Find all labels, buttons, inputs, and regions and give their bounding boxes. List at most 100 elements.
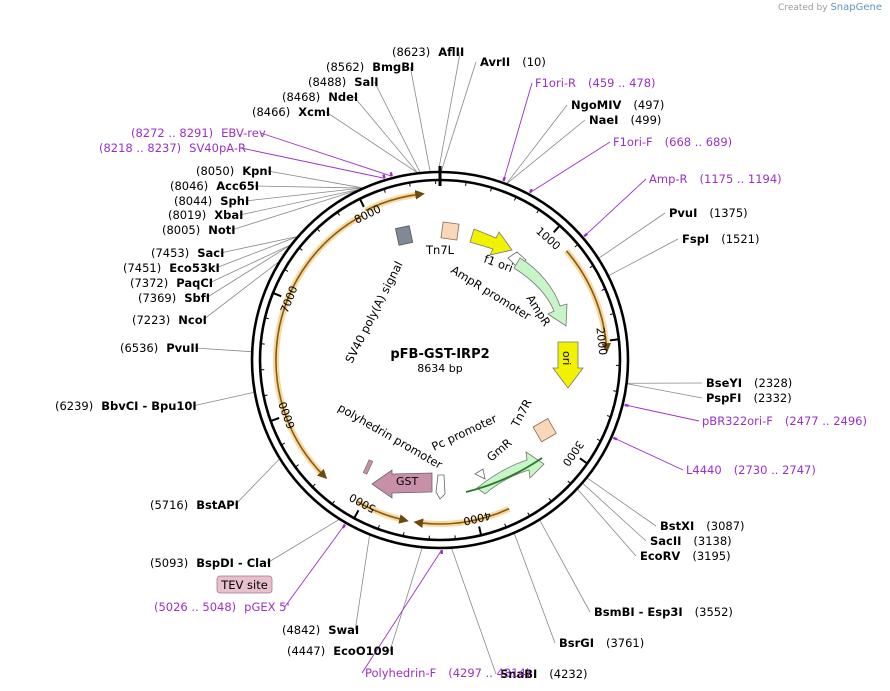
primer-leader (260, 132, 392, 177)
minor-tick (383, 189, 386, 193)
site-leader (354, 535, 370, 631)
orf-arc-2 (413, 508, 510, 528)
primer-label: Polyhedrin-F(4297 .. 4314) (365, 666, 530, 680)
tick-label: 2000 (593, 327, 609, 356)
minor-tick (264, 394, 268, 397)
minor-tick (513, 197, 517, 201)
site-leader (231, 190, 357, 231)
restriction-site-labels: (8623)AflII(8562)BmgBI(8488)SalI(8468)Nd… (55, 45, 792, 681)
minor-tick (332, 500, 335, 504)
primer-leader (284, 524, 346, 608)
snapgene-watermark: Created by SnapGene (778, 2, 882, 13)
site-name: XbaI (214, 208, 243, 222)
gst-label: GST (396, 475, 419, 488)
site-position: (8468) (282, 90, 320, 104)
site-label: (4447)EcoO109I (287, 644, 394, 658)
site-leader (514, 533, 556, 644)
plasmid-name: pFB-GST-IRP2 (390, 347, 489, 362)
site-name: SacI (197, 246, 224, 260)
site-label: (8466)XcmI (252, 105, 330, 119)
watermark-prefix: Created by (778, 3, 828, 13)
site-label: SacII(3138) (650, 534, 732, 548)
site-name: KpnI (242, 164, 272, 178)
site-name: AflII (438, 45, 464, 59)
site-leader (409, 66, 431, 172)
orf-arc-3 (275, 215, 363, 480)
primer-range: (2730 .. 2747) (734, 463, 816, 477)
ori-feature (552, 341, 584, 389)
site-leader (608, 238, 679, 276)
site-name: SacII (650, 534, 681, 548)
site-label: (6536)PvuII (120, 341, 199, 355)
minor-tick (596, 438, 601, 442)
site-position: (8623) (392, 45, 430, 59)
orf-arcs (273, 189, 612, 528)
primer-name: Polyhedrin-F (365, 666, 436, 680)
leader-lines (192, 51, 703, 675)
site-position: (3761) (606, 636, 644, 650)
site-leader (438, 51, 461, 172)
site-leader (192, 391, 254, 407)
site-name: BsrGI (559, 636, 594, 650)
site-position: (1375) (709, 206, 747, 220)
primer-name: pGEX 5' (244, 600, 290, 614)
site-leader (506, 119, 586, 184)
tick-label: 3000 (560, 438, 587, 468)
site-leader (215, 236, 297, 269)
primer-leader (240, 147, 385, 179)
site-name: Eco53kI (169, 261, 220, 275)
site-leader (194, 347, 252, 353)
features (362, 221, 584, 500)
primer-label: L4440(2730 .. 2747) (686, 463, 816, 477)
primer-mark (624, 403, 629, 407)
tev-site-label: TEV site (220, 578, 268, 592)
site-label: PvuI(1375) (669, 206, 748, 220)
tev-site-box (216, 575, 273, 594)
site-label: BstXI(3087) (660, 519, 745, 533)
minor-tick (312, 483, 316, 487)
site-position: (499) (630, 113, 661, 127)
gmr-label: GmR (484, 436, 515, 465)
site-name: BmgBI (372, 60, 414, 74)
f1-ori-label: f1 ori (482, 252, 515, 275)
primer-label: Amp-R(1175 .. 1194) (649, 172, 782, 186)
site-label: (8468)NdeI (282, 90, 358, 104)
site-position: (3552) (695, 605, 733, 619)
site-leader (587, 477, 657, 527)
primer-label: (8218 .. 8237)SV40pA-R (99, 141, 246, 155)
tick-mark (271, 417, 280, 422)
site-name: SphI (220, 194, 249, 208)
minor-tick (402, 532, 405, 536)
site-leader (245, 187, 362, 202)
site-position: (8046) (170, 179, 208, 193)
tick-mark (359, 199, 365, 208)
minor-tick (589, 265, 593, 269)
minor-tick (299, 248, 303, 251)
site-position: (2328) (754, 376, 792, 390)
primer-range: (668 .. 689) (665, 135, 733, 149)
site-leader (582, 483, 647, 542)
site-name: SnaBI (500, 667, 537, 681)
pc-promoter-label: Pc promoter (429, 411, 499, 454)
site-label: BsmBI - Esp3I(3552) (594, 605, 733, 619)
primer-mark (583, 232, 589, 238)
orf-arc-1 (565, 250, 612, 353)
minor-tick (601, 288, 605, 291)
site-position: (5716) (150, 498, 188, 512)
site-position: (7451) (123, 261, 161, 275)
primer-leader-lines (240, 82, 700, 674)
coordinate-ticks (261, 181, 619, 539)
minor-tick (265, 317, 270, 320)
site-label: BseYI(2328) (706, 376, 792, 390)
tick-mark (552, 225, 560, 233)
primer-leader (503, 82, 533, 182)
site-position: (6239) (55, 399, 93, 413)
minor-tick (613, 390, 617, 392)
orf-arc-5 (357, 501, 409, 524)
primer-leader (529, 141, 611, 194)
site-label: FspI(1521) (682, 232, 759, 246)
minor-tick (317, 228, 321, 232)
primer-label: (8272 .. 8291)EBV-rev (131, 126, 266, 140)
tick-label: 6000 (276, 400, 298, 431)
